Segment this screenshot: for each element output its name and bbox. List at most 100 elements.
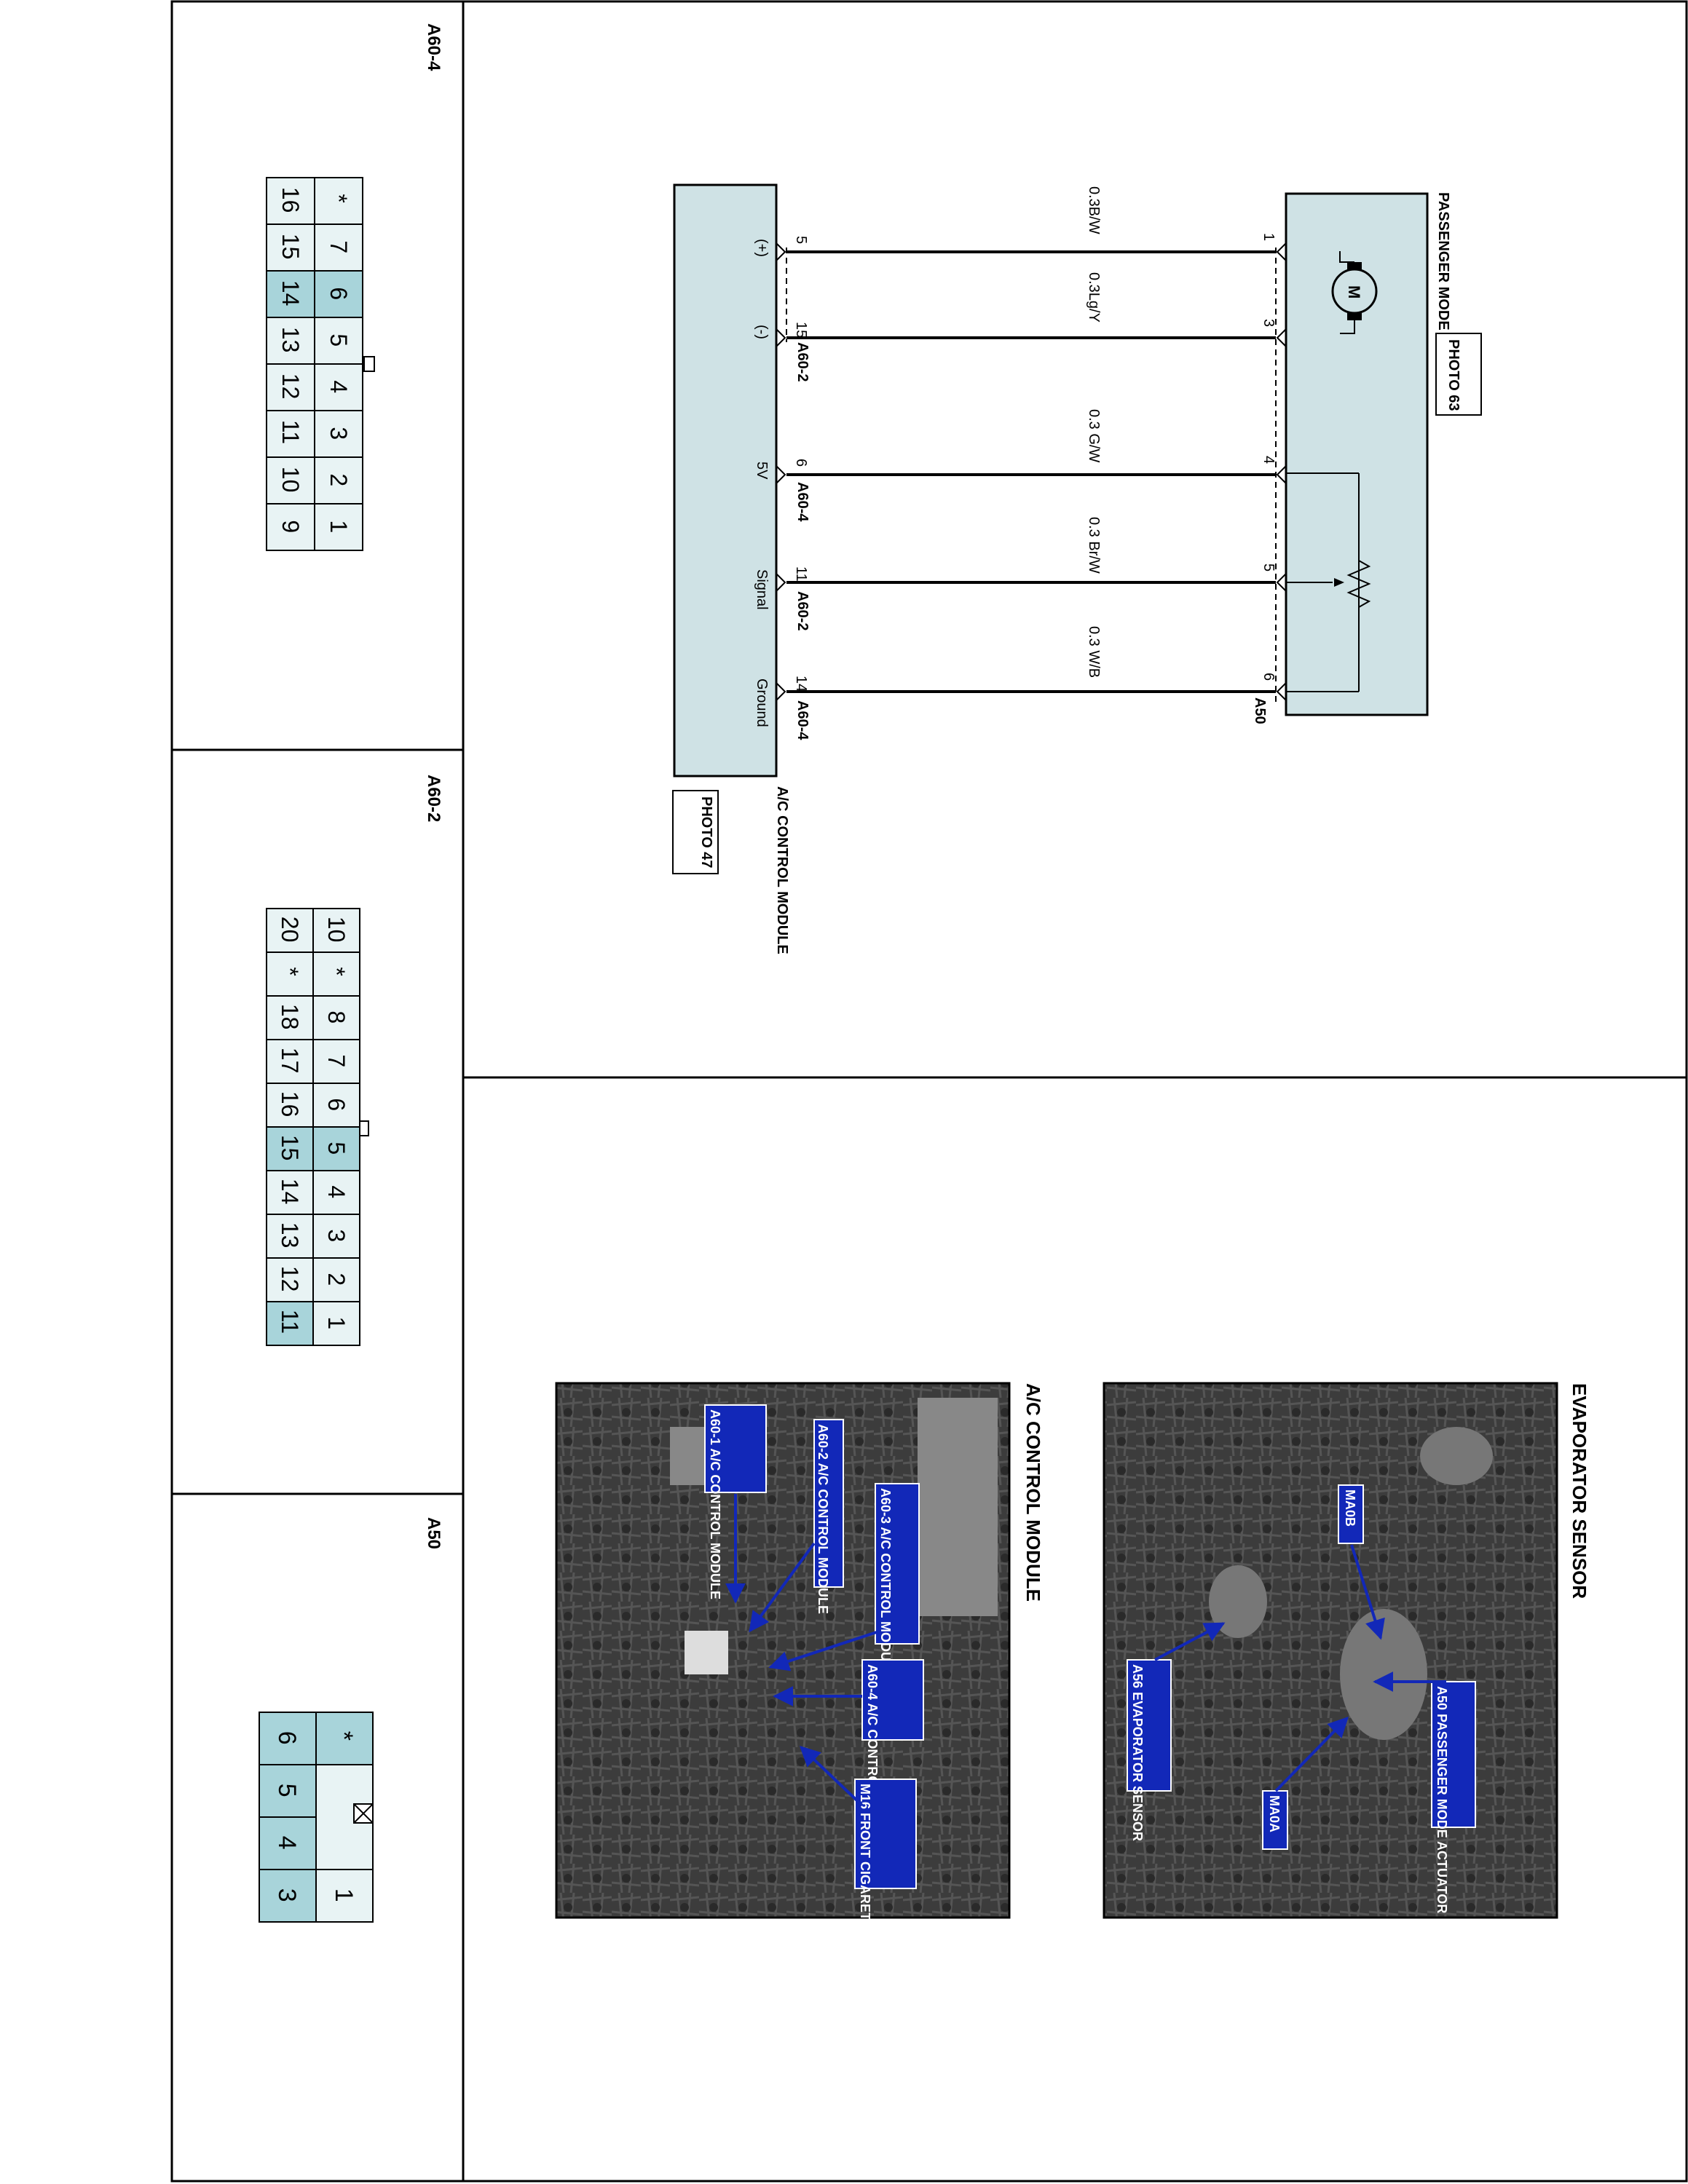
pin-cell: 9 (266, 503, 315, 551)
pin-label: 2 (326, 473, 352, 486)
pin-label: 4 (273, 1836, 301, 1850)
pin-label: 18 (277, 1004, 303, 1030)
pin-label: 11 (277, 420, 304, 444)
pin-cell: 5 (314, 317, 363, 365)
pin-label: 13 (277, 1222, 303, 1249)
wire-spec: 0.3B/W (1086, 186, 1102, 234)
pin-cell: 4 (314, 363, 363, 411)
pin-label: * (330, 1731, 358, 1741)
pin-cell: * (312, 951, 360, 997)
unused-pin-x-icon (353, 1803, 374, 1824)
pin-label: 4 (326, 380, 352, 393)
module-pin: 11 (793, 566, 809, 582)
pin-cell: 7 (314, 223, 363, 272)
pin-label: 13 (277, 327, 304, 353)
pin-cell: 15 (266, 1126, 314, 1171)
pin-cell: 14 (266, 1170, 314, 1215)
photo-63-badge: PHOTO 63 (1435, 333, 1482, 416)
evaporator-photo-panel: EVAPORATOR SENSOR MA0B A50 PASSENGER MOD… (1103, 1382, 1590, 1919)
pin-label: 7 (323, 1054, 350, 1067)
pin-label: 16 (277, 187, 304, 213)
pin-label: 3 (323, 1229, 350, 1242)
pin-label: 10 (323, 917, 350, 943)
pin-cell: 12 (266, 363, 315, 411)
pin-cell: 3 (312, 1214, 360, 1259)
module-connector-label: A60-4 (794, 482, 811, 522)
connector-title: A60-4 (424, 23, 443, 71)
pin-cell: * (315, 1712, 374, 1765)
pin-label: 7 (326, 240, 352, 253)
potentiometer-icon (1286, 472, 1371, 692)
svg-text:MA0A: MA0A (1267, 1795, 1282, 1832)
actuator-connector-label: A50 (1252, 697, 1268, 724)
pin-label: 9 (277, 520, 304, 533)
pin-label: 17 (277, 1048, 303, 1074)
pin-cell: 1 (312, 1301, 360, 1346)
module-connector-label: A60-4 (794, 700, 811, 740)
svg-text:A60-1 A/C CONTROL MODULE: A60-1 A/C CONTROL MODULE (708, 1409, 722, 1599)
pin-label: 15 (277, 234, 304, 260)
ac-label-a60-2: A60-2 A/C CONTROL MODULE (749, 1419, 844, 1633)
ac-label-a60-1: A60-1 A/C CONTROL MODULE (704, 1404, 767, 1604)
pin-label: 14 (277, 1179, 303, 1205)
pin-cell: 16 (266, 1083, 314, 1128)
pin-label: 1 (330, 1888, 358, 1902)
pin-label: 3 (326, 427, 352, 440)
actuator-pin: 1 (1261, 233, 1277, 241)
pin-cell: 16 (266, 177, 315, 225)
pin-cell: 3 (259, 1869, 317, 1923)
svg-text:MA0B: MA0B (1343, 1489, 1357, 1527)
pin-cell: 12 (266, 1257, 314, 1302)
pin-label: 2 (323, 1273, 350, 1286)
pin-cell: 10 (266, 456, 315, 505)
pin-label: 6 (326, 287, 352, 300)
pin-label: * (326, 194, 352, 202)
pin-cell: 2 (314, 456, 363, 505)
ac-label-a60-3: A60-3 A/C CONTROL MODULE (768, 1483, 920, 1678)
pin-cell: 1 (315, 1869, 374, 1923)
pin-label: 5 (273, 1784, 301, 1797)
module-pin-label: Ground (754, 678, 770, 727)
pin-label: * (323, 967, 350, 976)
wire-spec: 0.3 Br/W (1086, 517, 1102, 574)
latch-tab (363, 356, 375, 372)
pin-cell: 11 (266, 1301, 314, 1346)
module-pin-label: (+) (754, 239, 770, 257)
pin-cell: 20 (266, 908, 314, 953)
module-pin: 15 (793, 322, 809, 338)
pin-label: 14 (277, 280, 304, 306)
pin-cell: 3 (314, 410, 363, 458)
pin-label: 6 (323, 1098, 350, 1111)
pin-label: 4 (323, 1185, 350, 1198)
pin-cell: 5 (259, 1764, 317, 1818)
ac-label-m16: M16 FRONT CIGARETTE LIGHTER (799, 1746, 917, 1998)
pin-cell: 13 (266, 1214, 314, 1259)
pin-label: 10 (277, 467, 304, 493)
wire-spec: 0.3 W/B (1086, 626, 1102, 678)
page-frame (170, 0, 1688, 2183)
module-pin-label: (-) (754, 325, 770, 339)
pin-cell: 2 (312, 1257, 360, 1302)
pin-cell: * (314, 177, 363, 225)
pin-cell: 10 (312, 908, 360, 953)
pin-label: 16 (277, 1091, 303, 1117)
pin-cell: 4 (312, 1170, 360, 1215)
wire: 1 5 0.3B/W (+) (754, 186, 1287, 261)
module-pin: 5 (793, 236, 809, 244)
module-connector-label: A60-2 (794, 342, 811, 381)
pin-cell: 15 (266, 223, 315, 272)
actuator-pin: 3 (1261, 319, 1277, 327)
photo-47-badge: PHOTO 47 (672, 790, 719, 874)
pin-cell: 5 (312, 1126, 360, 1171)
connector-title: A60-2 (424, 775, 443, 822)
module-connector-label: A60-2 (794, 591, 811, 630)
module-pin: 14 (793, 676, 809, 692)
